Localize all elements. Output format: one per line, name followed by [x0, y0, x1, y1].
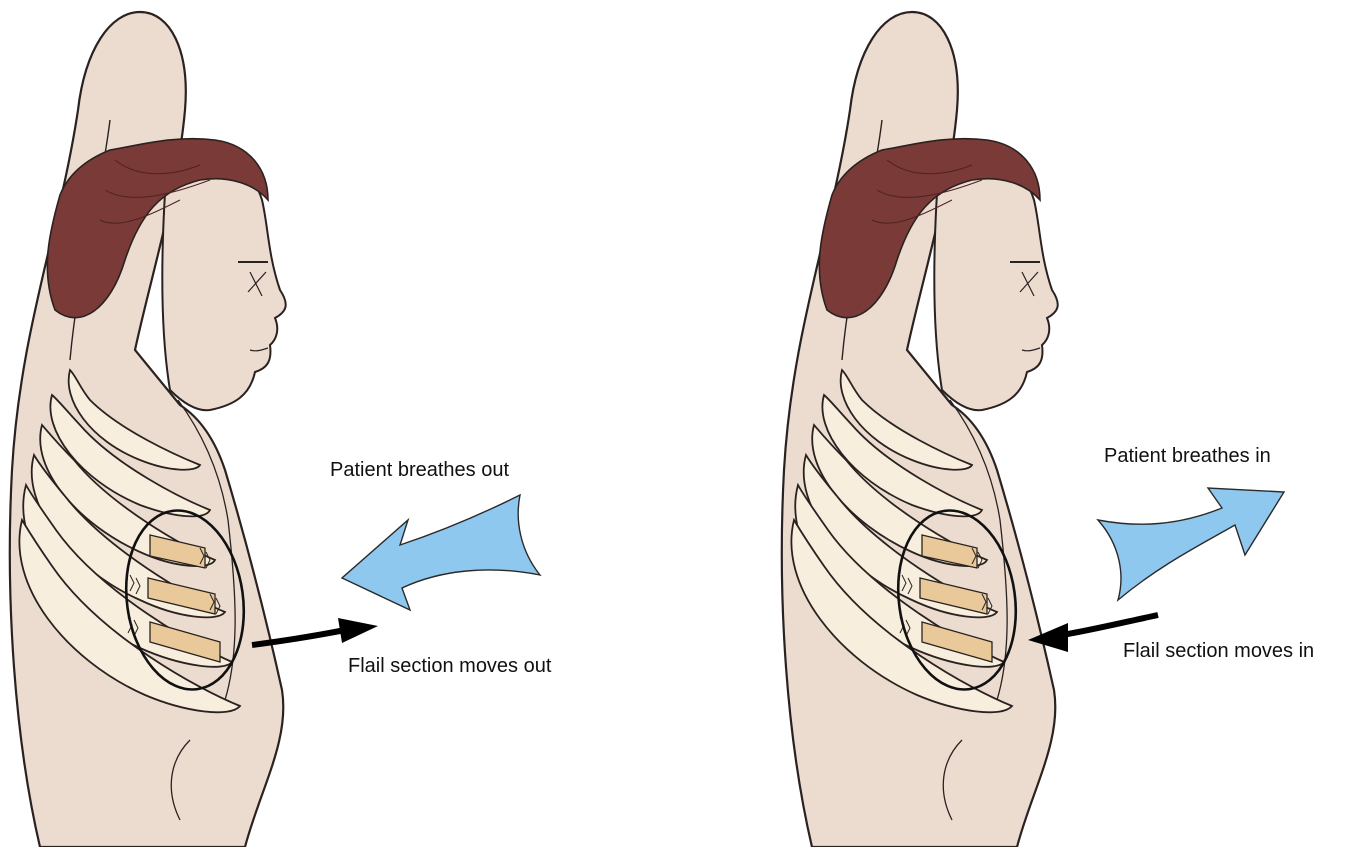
exhale-breath-label: Patient breathes out: [330, 459, 509, 482]
inhale-air-arrow: [1098, 488, 1284, 600]
exhale-figure: [10, 12, 286, 847]
inhale-figure: [782, 12, 1058, 847]
exhale-flail-arrow: [252, 618, 378, 645]
exhale-air-arrow: [342, 495, 540, 610]
inhale-breath-label: Patient breathes in: [1104, 445, 1271, 468]
exhale-flail-label: Flail section moves out: [348, 655, 551, 678]
inhale-flail-label: Flail section moves in: [1123, 640, 1314, 663]
